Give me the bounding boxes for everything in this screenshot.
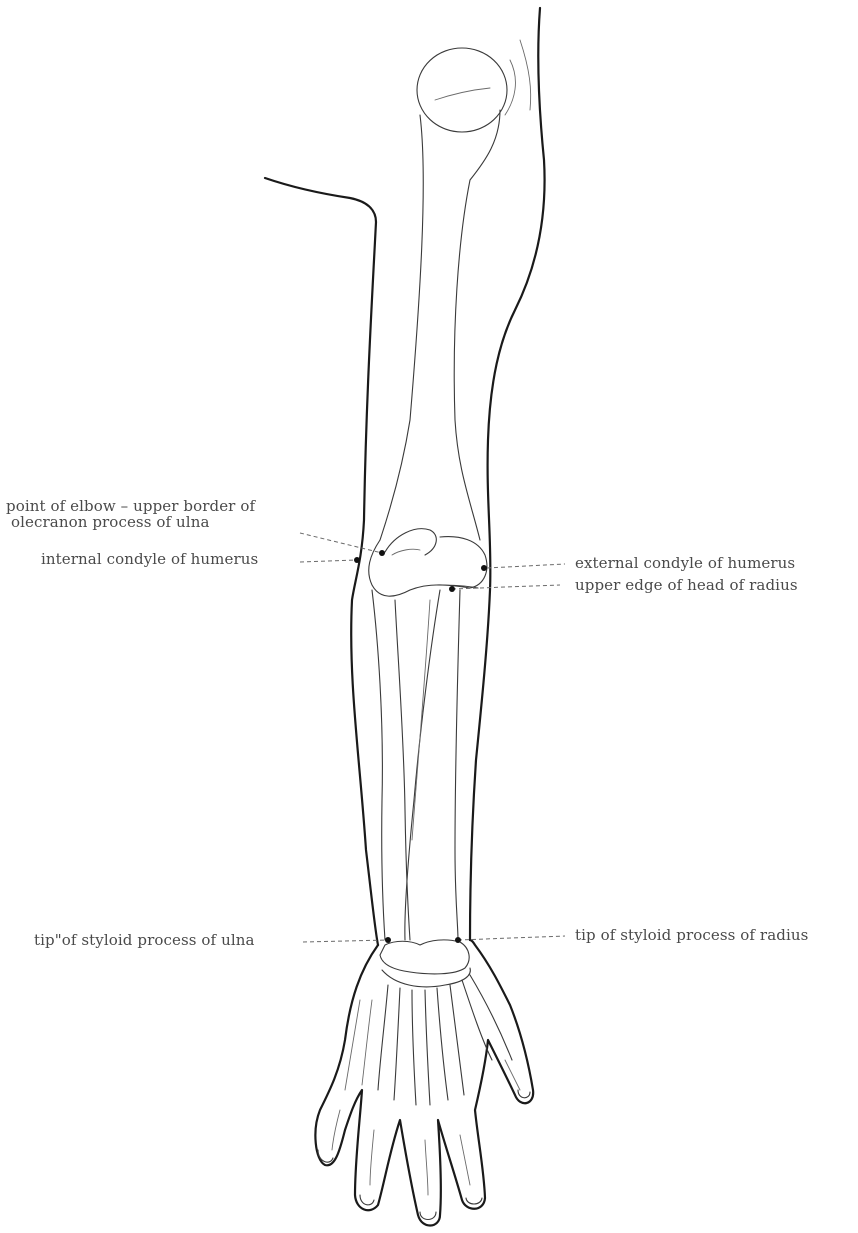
dot-styloid-radius <box>455 937 461 943</box>
hand-outline <box>315 940 533 1226</box>
metacarpal-1-a <box>378 985 388 1090</box>
leader-point-of-elbow <box>300 533 382 553</box>
leader-lines <box>300 533 565 942</box>
label-styloid-radius: tip of styloid process of radius <box>575 927 808 944</box>
interosseous-line <box>412 600 430 840</box>
thumb-metacarpal <box>345 1000 360 1090</box>
dot-styloid-ulna <box>385 937 391 943</box>
humeral-head-line <box>435 88 490 100</box>
humerus-shaft-lateral <box>454 110 500 540</box>
ulna-lateral <box>395 600 410 940</box>
humerus-bone <box>369 40 531 596</box>
label-external-condyle: external condyle of humerus <box>575 555 795 572</box>
leader-styloid-radius <box>458 936 565 940</box>
nail-4 <box>466 1198 482 1204</box>
humerus-shaft-medial <box>380 115 423 540</box>
carpal-row-2 <box>382 968 470 987</box>
label-styloid-ulna: tip"of styloid process of ulna <box>34 932 255 949</box>
humeral-head <box>417 48 507 132</box>
dot-head-of-radius <box>449 586 455 592</box>
dot-external-condyle <box>481 565 487 571</box>
finger-detail-1 <box>332 1110 340 1150</box>
dot-internal-condyle <box>354 557 360 563</box>
arm-outline-lateral <box>470 8 545 940</box>
metacarpal-2-a <box>412 990 416 1105</box>
label-head-of-radius: upper edge of head of radius <box>575 577 798 594</box>
metacarpal-1-b <box>394 988 400 1100</box>
radius-medial <box>405 590 440 940</box>
olecranon-detail <box>392 549 420 555</box>
leader-internal-condyle <box>300 560 357 562</box>
dot-point-of-elbow <box>379 550 385 556</box>
scapula-edge-2 <box>520 40 531 110</box>
metacarpal-3-a <box>437 988 448 1100</box>
finger-detail-3 <box>425 1140 428 1195</box>
finger-detail-5 <box>505 1060 520 1090</box>
radius-lateral <box>455 590 460 940</box>
metacarpal-2-b <box>425 990 430 1105</box>
leader-styloid-ulna <box>303 940 388 942</box>
arm-skin-outline <box>265 8 545 1226</box>
humerus-condyles <box>369 537 487 597</box>
label-point-of-elbow-line2: olecranon process of ulna <box>11 514 210 531</box>
ulna-medial <box>372 590 385 940</box>
olecranon <box>385 529 436 555</box>
finger-detail-2 <box>370 1130 374 1185</box>
nail-2 <box>360 1195 374 1205</box>
thumb-metacarpal-2 <box>362 1000 372 1085</box>
leader-external-condyle <box>487 564 565 568</box>
forearm-bones <box>372 585 478 940</box>
nail-5 <box>518 1090 530 1098</box>
label-internal-condyle: internal condyle of humerus <box>41 551 258 568</box>
metacarpal-3-b <box>450 985 464 1095</box>
carpal-row-1 <box>380 940 469 974</box>
nail-3 <box>420 1212 436 1220</box>
finger-detail-4 <box>460 1135 470 1185</box>
